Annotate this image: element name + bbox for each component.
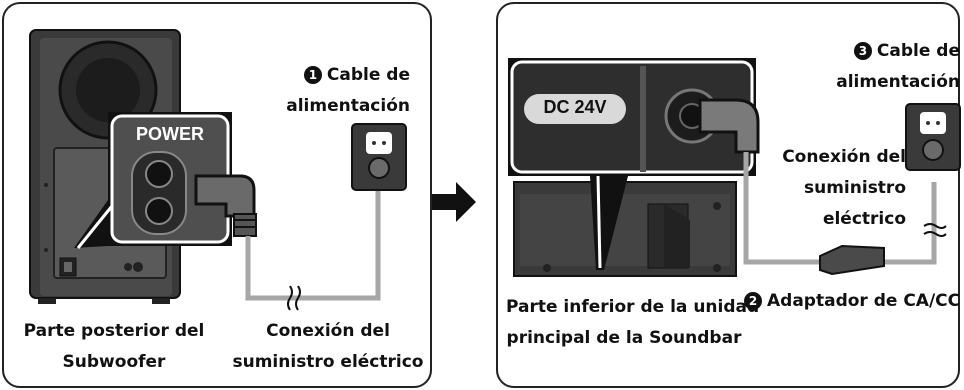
dc-callout xyxy=(508,58,756,270)
step-number-3: 3 xyxy=(853,42,872,60)
arrow-right-icon xyxy=(432,182,476,222)
adapter-illustration xyxy=(819,244,885,276)
step-number-2: 2 xyxy=(744,292,762,310)
power-callout xyxy=(74,112,232,249)
left-cable xyxy=(245,185,381,301)
left-connection-caption: Conexión del suministro eléctrico xyxy=(232,321,424,372)
power-label: POWER xyxy=(135,124,204,144)
right-connection-caption: Conexión del suministro eléctrico xyxy=(782,147,906,229)
left-outlet xyxy=(351,123,407,191)
soundbar-illustration xyxy=(513,181,737,277)
dc-label: DC 24V xyxy=(543,97,607,117)
left-plug xyxy=(194,174,257,237)
right-cable-ac xyxy=(884,182,937,265)
subwoofer-caption: Parte posterior del Subwoofer xyxy=(23,321,205,372)
right-cable-dc xyxy=(743,152,824,265)
step-number-1: 1 xyxy=(303,66,322,84)
right-outlet xyxy=(905,103,961,171)
dc-plug xyxy=(698,98,760,154)
soundbar-caption: Parte inferior de la unidad principal de… xyxy=(506,297,760,348)
